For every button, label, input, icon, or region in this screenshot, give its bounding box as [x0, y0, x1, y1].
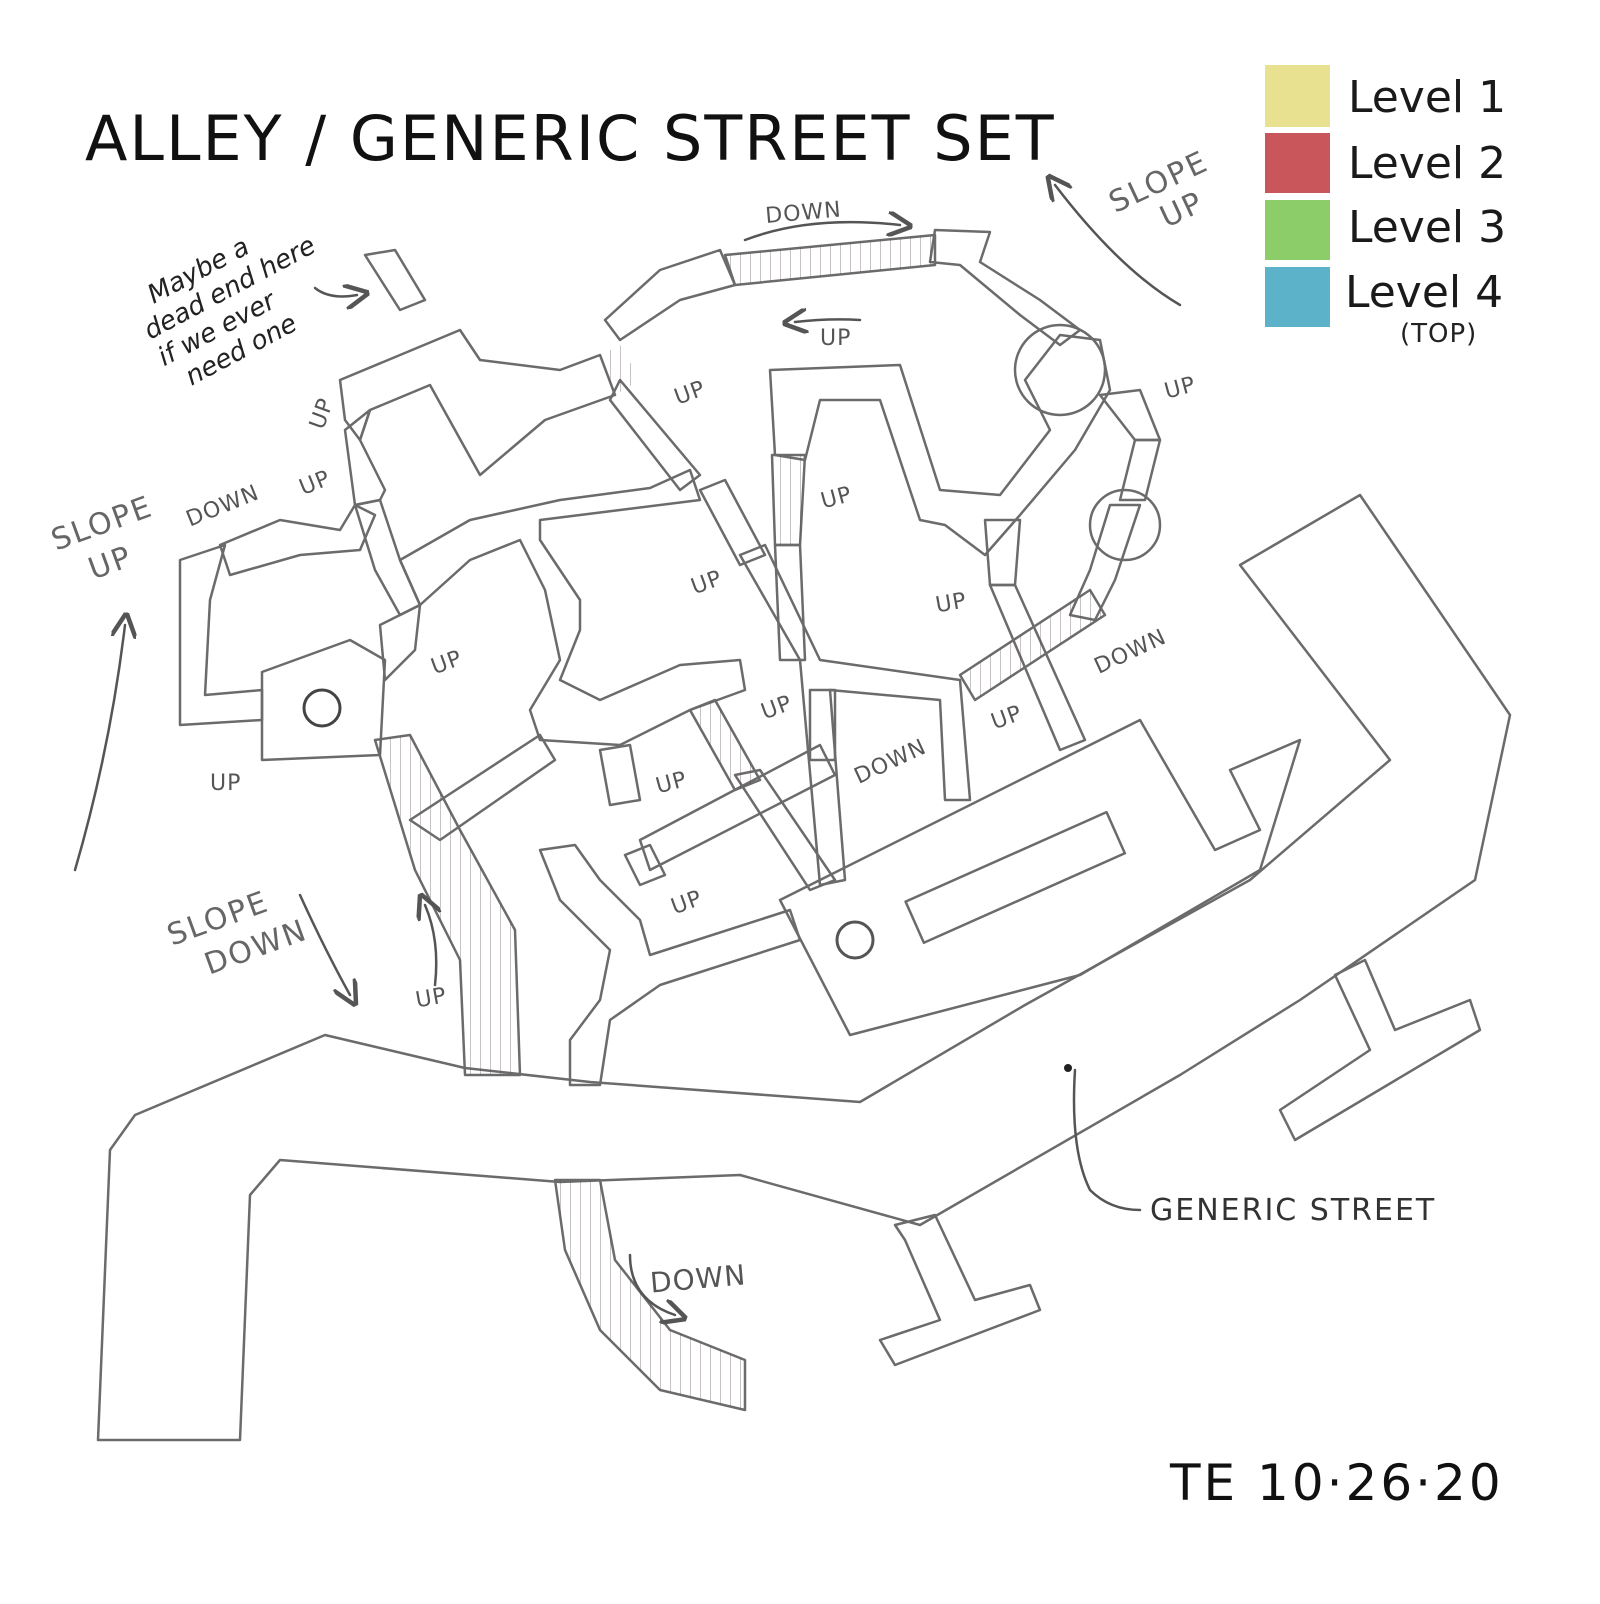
east-round-node	[1088, 488, 1162, 562]
red-yellow-stair-east	[983, 518, 1022, 587]
arrow-slope-up-east	[1055, 185, 1182, 307]
arrow-down-ramp	[628, 1253, 675, 1315]
arrow-dead-end	[313, 288, 357, 296]
label-up-courtyard: UP	[210, 771, 241, 796]
label-down-top: DOWN	[764, 197, 842, 229]
green-winding-alley	[398, 468, 747, 747]
label-generic-street: GENERIC STREET	[1150, 1193, 1436, 1228]
arrow-slope-up-west	[73, 625, 125, 872]
green-red-stair	[408, 733, 557, 842]
street-label-dot	[1064, 1064, 1072, 1072]
red-courtyard-west	[260, 638, 387, 762]
arrow-up-top	[795, 319, 862, 322]
svg-text:UP: UP	[84, 539, 137, 587]
red-zigzag-north	[768, 333, 1112, 557]
legend-label-3: Level 3	[1348, 202, 1506, 253]
label-up-north-c: UP	[818, 482, 855, 514]
street-label-leader	[1072, 1068, 1142, 1212]
label-down-west: DOWN	[183, 481, 263, 533]
blue-green-stair-west	[343, 408, 387, 507]
label-down-east: DOWN	[1091, 625, 1171, 680]
red-yellow-stair-far-east	[1098, 388, 1162, 442]
blue-upper-plaza	[338, 328, 617, 477]
label-up-mid-a: UP	[758, 691, 796, 725]
green-yellow-stair-north	[698, 478, 767, 567]
level-1-street	[96, 438, 1512, 1442]
green-link-west	[353, 498, 422, 617]
label-up-far-east: UP	[1162, 372, 1199, 404]
label-up-north-b: UP	[688, 566, 726, 600]
slope-up-west-label: SLOPE UP	[47, 489, 158, 587]
label-up-stair-west: UP	[414, 983, 449, 1013]
label-up-west-a: UP	[296, 466, 334, 501]
label-up-west-b: UP	[305, 395, 339, 433]
legend-sublabel-top: (TOP)	[1400, 319, 1477, 349]
blue-yellow-stair	[808, 688, 837, 762]
legend: Level 1 Level 2 Level 3 Level 4 (TOP)	[1265, 65, 1506, 349]
blue-arc-start	[603, 248, 737, 342]
label-up-north-a: UP	[671, 376, 709, 410]
red-round-node	[1013, 323, 1107, 417]
legend-label-4: Level 4	[1345, 267, 1503, 318]
red-bridge-west	[218, 503, 377, 577]
alley-west-connector	[538, 843, 802, 1087]
slope-down-label: SLOPE DOWN	[163, 884, 313, 982]
arrow-slope-down	[298, 893, 350, 995]
level-2	[218, 228, 1112, 762]
street-stub-lower	[878, 1213, 1042, 1367]
legend-swatch-4	[1265, 267, 1330, 327]
direction-arrows	[73, 185, 1182, 1315]
map-title: ALLEY / GENERIC STREET SET	[85, 102, 1056, 175]
slope-up-east-label: SLOPE UP	[1104, 144, 1214, 235]
generic-street-road	[96, 493, 1512, 1442]
label-up-mid-b: UP	[653, 767, 690, 799]
blue-yellow-stair-south	[623, 843, 667, 887]
label-down-ramp: DOWN	[649, 1258, 748, 1299]
green-stair-mid	[598, 743, 642, 807]
alley-north-junction	[738, 543, 972, 887]
signature: TE 10·26·20	[1169, 1454, 1504, 1512]
red-stair-up-west	[378, 603, 422, 682]
red-arc-east	[928, 228, 1082, 347]
street-stub-right	[1278, 958, 1482, 1142]
dead-end-stub	[363, 248, 427, 312]
blue-west-path	[178, 543, 264, 727]
legend-label-1: Level 1	[1348, 72, 1506, 123]
label-down-mid: DOWN	[851, 735, 931, 790]
label-up-green-west: UP	[428, 646, 466, 680]
arrow-up-west-stair	[425, 905, 436, 987]
plaza-well	[835, 920, 875, 960]
arrow-down-top	[743, 222, 900, 242]
legend-swatch-3	[1265, 200, 1330, 260]
plaza-hole	[904, 810, 1127, 945]
legend-label-2: Level 2	[1348, 138, 1506, 189]
label-up-east-b: UP	[988, 701, 1026, 735]
central-plaza	[778, 718, 1302, 1037]
dead-end-note: Maybe a dead end here if we ever need on…	[139, 231, 320, 392]
legend-swatch-1	[1265, 65, 1330, 127]
label-up-south: UP	[668, 886, 706, 920]
label-up-top: UP	[820, 326, 851, 351]
courtyard-well	[302, 688, 342, 728]
label-up-east-a: UP	[934, 588, 969, 618]
legend-swatch-2	[1265, 133, 1330, 193]
stair-transitions	[343, 345, 1162, 1077]
blue-bridge-south	[638, 743, 837, 872]
